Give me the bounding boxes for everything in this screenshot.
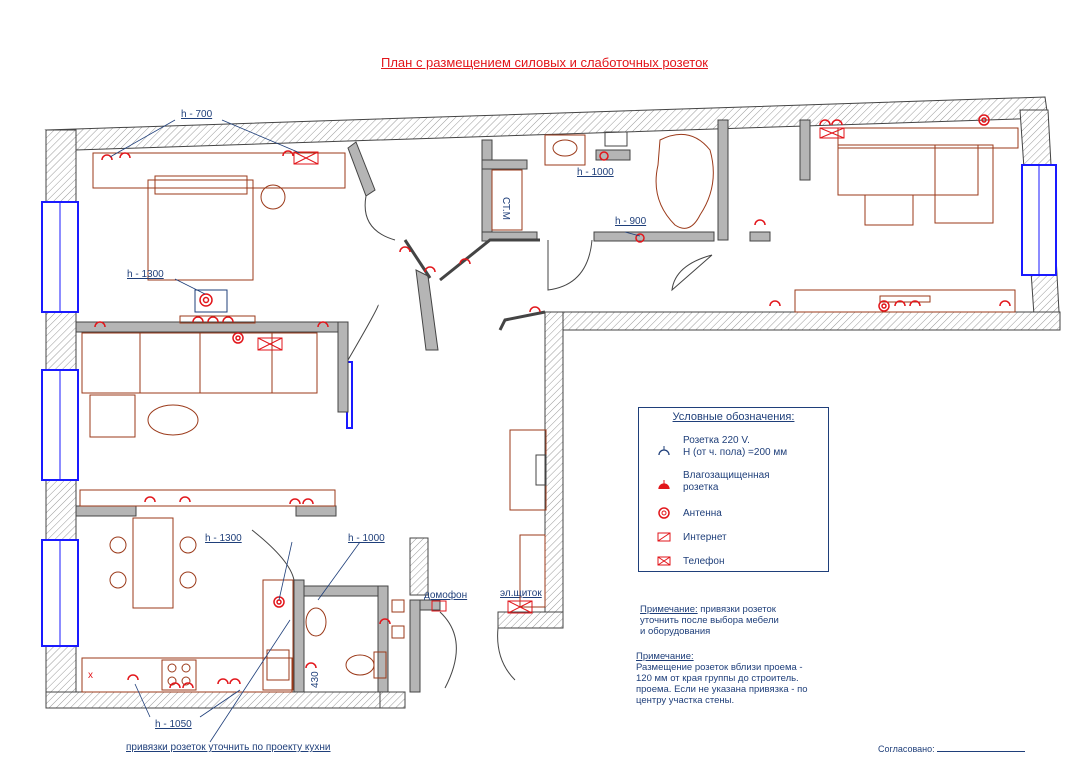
living-cabinet — [79, 489, 336, 507]
bedroom-wardrobe — [92, 152, 346, 189]
socket-icon — [119, 152, 131, 159]
label-h700: h - 700 — [181, 109, 213, 120]
waterproof-socket-icon — [658, 480, 670, 490]
phone-internet-boxes — [257, 127, 845, 614]
label-kitchen-note: привязки розеток уточнить по проекту кух… — [126, 742, 331, 753]
label-st-m: СТ.М — [500, 197, 511, 220]
doors — [251, 195, 713, 689]
washbasin — [544, 134, 586, 166]
legend-item-phone: Телефон — [683, 556, 725, 567]
shaft — [604, 131, 628, 147]
kitchen-sink — [266, 649, 290, 681]
approval-label: Согласовано: — [878, 744, 1025, 754]
intercom-box — [431, 600, 447, 612]
socket-icon — [282, 150, 294, 157]
legend-item-antenna: Антенна — [683, 508, 722, 519]
dining-table — [132, 517, 174, 609]
label-el-shchitok: эл.щиток — [500, 588, 542, 599]
label-h1300-b: h - 1300 — [205, 533, 242, 544]
kitchen-side-counter — [262, 579, 294, 691]
legend-item-socket: Розетка 220 V. H (от ч. пола) =200 мм — [683, 435, 788, 458]
inner-walls — [75, 119, 811, 693]
ottoman — [864, 194, 914, 226]
label-h1000-b: h - 1000 — [348, 533, 385, 544]
note-2: Примечание: Размещение розеток вблизи пр… — [636, 651, 808, 706]
tv-console — [794, 289, 1016, 313]
internet-icon — [657, 532, 671, 542]
kitchen-counter — [81, 657, 293, 693]
partition-lines — [403, 238, 546, 331]
tv-shelf — [179, 315, 256, 324]
socket-icon — [658, 446, 670, 456]
label-domofon: домофон — [424, 589, 467, 601]
stove — [161, 659, 197, 691]
bed-pillows — [154, 175, 248, 195]
corridor-wardrobe — [509, 429, 547, 511]
socket-icon — [101, 154, 113, 161]
bathtub — [655, 133, 714, 229]
antenna-icon — [658, 507, 670, 519]
phone-icon — [657, 556, 671, 566]
legend-item-internet: Интернет — [683, 532, 727, 543]
phone-icon — [293, 151, 319, 165]
note-1: Примечание: привязки розеток уточнить по… — [640, 604, 779, 637]
toilet — [345, 654, 375, 676]
sockets — [94, 114, 1011, 689]
outer-walls — [44, 96, 1061, 709]
footstool — [89, 394, 136, 438]
leader-lines — [109, 119, 641, 743]
tv-box — [194, 289, 228, 313]
label-dim430: 430 — [310, 671, 321, 688]
coffee-table — [147, 404, 199, 436]
legend-item-waterproof: Влагозащищенная розетка — [683, 470, 770, 493]
label-h1000-a: h - 1000 — [577, 167, 614, 178]
panel-box — [507, 600, 533, 614]
plan-labels: h - 700 h - 1300 h - 1000 h - 900 h - 13… — [88, 109, 647, 753]
label-h1050: h - 1050 — [155, 719, 192, 730]
bed — [147, 179, 254, 281]
round-table — [260, 184, 286, 210]
label-h1300-a: h - 1300 — [127, 269, 164, 280]
label-x-mark: x — [88, 670, 93, 681]
legend-title: Условные обозначения: — [672, 411, 795, 423]
washbasin-small — [305, 607, 327, 637]
label-h900: h - 900 — [615, 216, 647, 227]
armchair — [271, 332, 318, 394]
legend-box: Условные обозначения: Розетка 220 V. H (… — [638, 407, 829, 572]
corner-sofa — [934, 144, 994, 224]
antenna-icon — [199, 293, 213, 307]
washing-machine — [491, 169, 523, 231]
plan-title: План с размещением силовых и слаботочных… — [381, 55, 708, 70]
